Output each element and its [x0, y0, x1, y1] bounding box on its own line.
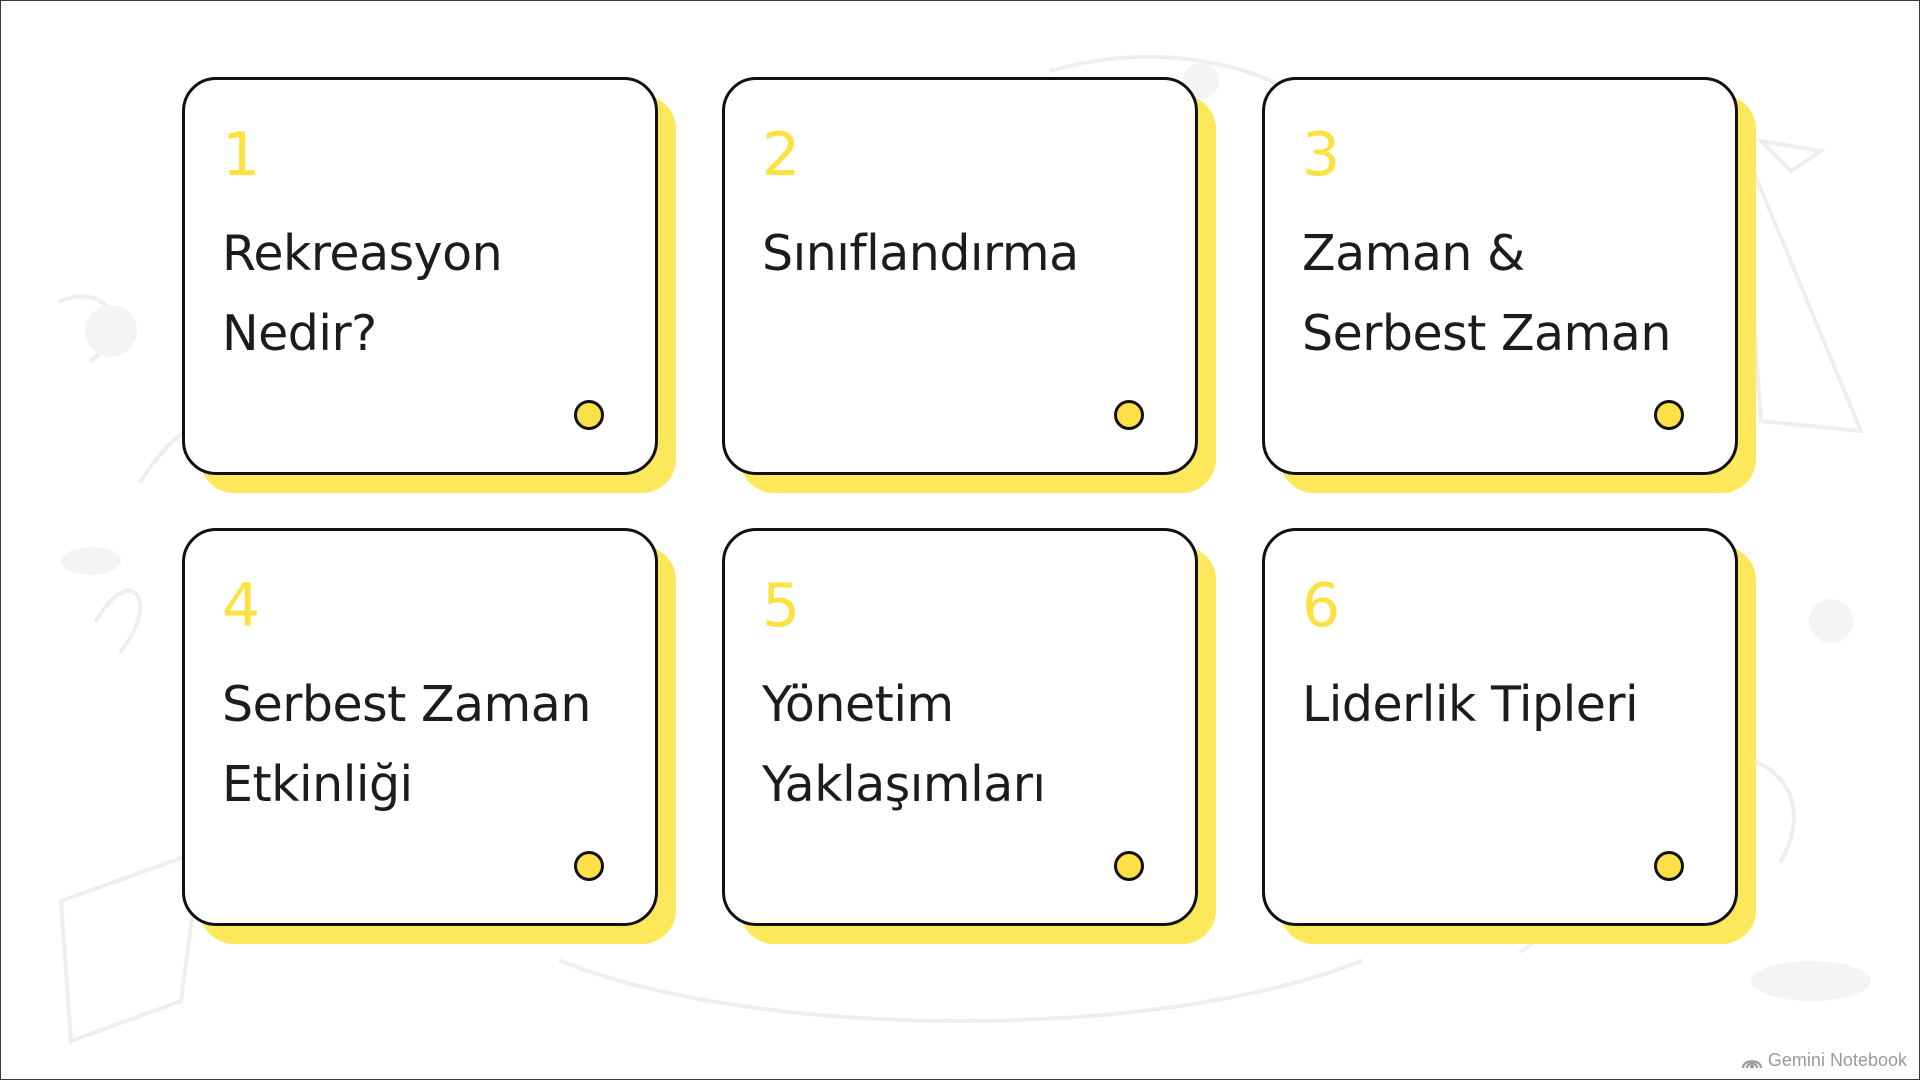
- topic-card-4[interactable]: 4 Serbest Zaman Etkinliği: [182, 528, 676, 944]
- card-title: Serbest Zaman Etkinliği: [222, 676, 591, 813]
- circle-dot-icon: [574, 851, 604, 881]
- card-number: 3: [1302, 120, 1341, 190]
- card-number: 4: [222, 571, 261, 641]
- topic-card-3[interactable]: 3 Zaman & Serbest Zaman: [1262, 77, 1756, 493]
- card-face[interactable]: 1 Rekreasyon Nedir?: [182, 77, 658, 475]
- watermark: Gemini Notebook: [1741, 1050, 1907, 1071]
- topic-card-5[interactable]: 5 Yönetim Yaklaşımları: [722, 528, 1216, 944]
- circle-dot-icon: [574, 400, 604, 430]
- topic-card-1[interactable]: 1 Rekreasyon Nedir?: [182, 77, 676, 493]
- circle-dot-icon: [1654, 851, 1684, 881]
- card-face[interactable]: 2 Sınıflandırma: [722, 77, 1198, 475]
- circle-dot-icon: [1654, 400, 1684, 430]
- card-number: 6: [1302, 571, 1341, 641]
- card-face[interactable]: 4 Serbest Zaman Etkinliği: [182, 528, 658, 926]
- card-face[interactable]: 6 Liderlik Tipleri: [1262, 528, 1738, 926]
- card-title: Rekreasyon Nedir?: [222, 225, 503, 362]
- circle-dot-icon: [1114, 851, 1144, 881]
- topic-card-2[interactable]: 2 Sınıflandırma: [722, 77, 1216, 493]
- watermark-label: Gemini Notebook: [1767, 1050, 1907, 1070]
- card-title: Sınıflandırma: [762, 225, 1079, 282]
- card-number: 1: [222, 120, 261, 190]
- card-face[interactable]: 5 Yönetim Yaklaşımları: [722, 528, 1198, 926]
- topic-card-6[interactable]: 6 Liderlik Tipleri: [1262, 528, 1756, 944]
- card-number: 5: [762, 571, 801, 641]
- topics-grid: 1 Rekreasyon Nedir? 2 Sınıflandırma 3 Za…: [182, 77, 1758, 944]
- notebook-logo-icon: [1741, 1059, 1763, 1068]
- card-title: Yönetim Yaklaşımları: [762, 676, 1046, 813]
- card-title: Zaman & Serbest Zaman: [1302, 225, 1671, 362]
- circle-dot-icon: [1114, 400, 1144, 430]
- card-face[interactable]: 3 Zaman & Serbest Zaman: [1262, 77, 1738, 475]
- card-title: Liderlik Tipleri: [1302, 676, 1639, 733]
- card-number: 2: [762, 120, 801, 190]
